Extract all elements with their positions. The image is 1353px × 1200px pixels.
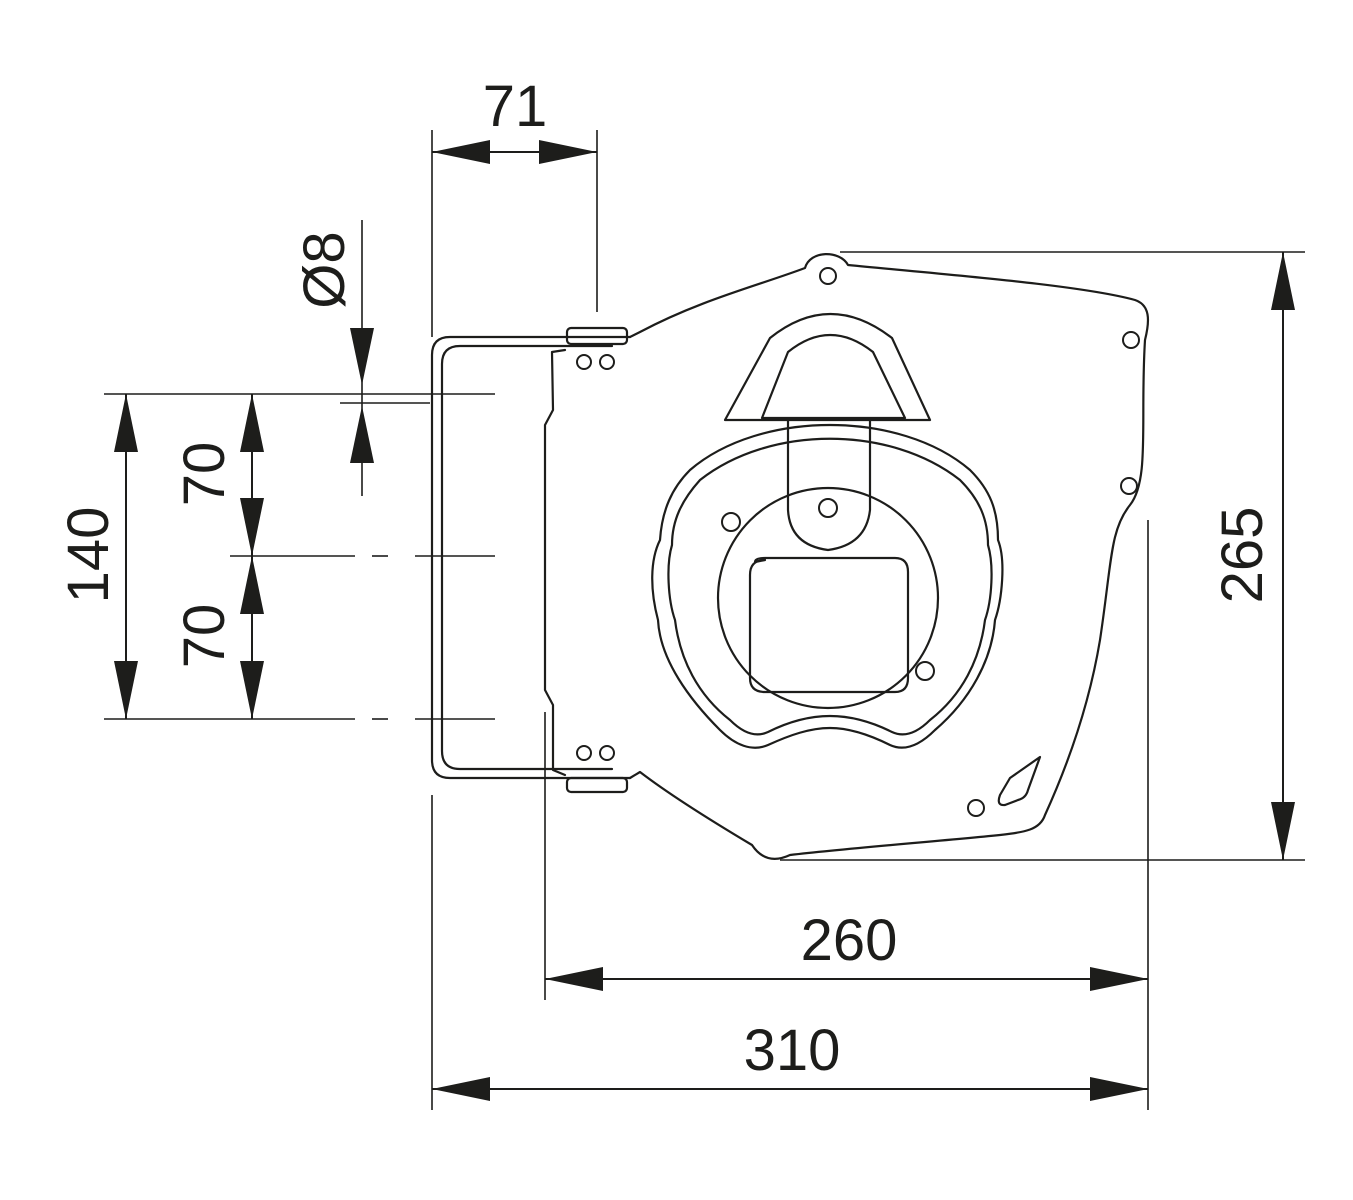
dim-71 [432,140,597,164]
label-70-lower: 70 [172,604,237,669]
dim-310 [432,1077,1148,1101]
label-260: 260 [801,908,898,973]
reel-drum [651,418,1004,749]
label-70-upper: 70 [172,442,237,507]
label-310: 310 [744,1018,841,1083]
dim-70-upper [240,394,264,556]
label-diameter-8: Ø8 [292,231,357,308]
label-140: 140 [56,507,121,604]
dim-260 [545,967,1148,991]
label-265: 265 [1210,507,1275,604]
dim-diameter-8 [350,220,374,496]
dim-265 [1271,252,1295,860]
extension-lines [104,130,1305,1110]
label-71: 71 [483,74,548,139]
wall-bracket [430,326,632,794]
carry-handle [723,313,932,422]
reel-housing [543,253,1150,860]
dim-70-lower [240,556,264,719]
dim-140 [114,394,138,719]
